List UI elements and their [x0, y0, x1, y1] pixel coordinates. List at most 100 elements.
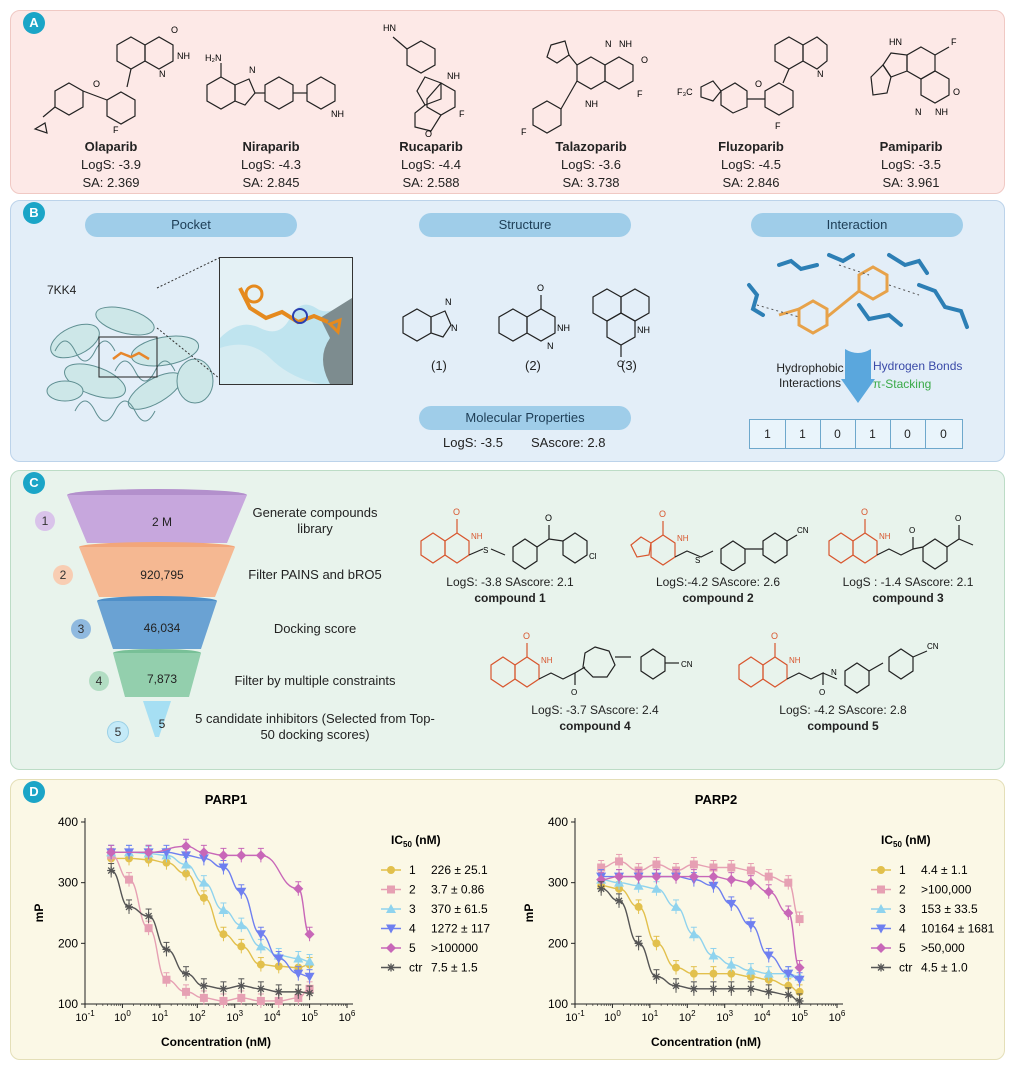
down-arrow-icon	[841, 349, 875, 403]
series-line	[601, 888, 800, 1002]
panel-b-badge: B	[23, 202, 45, 224]
x-axis-label: Concentration (nM)	[161, 1035, 271, 1049]
legend-marker	[877, 866, 885, 874]
data-point	[614, 871, 625, 882]
structure-3-label: (3)	[621, 358, 637, 373]
svg-text:O: O	[571, 688, 577, 697]
data-point	[304, 956, 315, 966]
panel-c: C 2 M 920,795 46,034 7,873 5 1 2 3 4 5 G…	[10, 470, 1005, 770]
x-tick-label: 101	[642, 1009, 659, 1024]
data-point	[597, 863, 606, 872]
props-sascore: SAscore: 2.8	[531, 435, 606, 450]
hbonds-label: Hydrogen Bonds	[873, 359, 963, 373]
data-point	[783, 908, 794, 918]
data-point	[764, 987, 773, 996]
funnel-value-3: 46,034	[143, 621, 181, 635]
legend-ic50-value: 226 ± 25.1	[431, 863, 488, 877]
data-point	[219, 930, 228, 939]
data-point	[652, 972, 661, 981]
svg-text:HN: HN	[889, 37, 902, 47]
funnel-label-3: Docking score	[273, 621, 357, 636]
scaffold-structures: N N O NH N NH O	[402, 283, 650, 369]
zoom-lines	[156, 257, 220, 379]
data-point	[763, 886, 774, 897]
data-point	[708, 881, 719, 891]
data-point	[783, 969, 794, 979]
legend-item-2: 2>100,000	[871, 883, 972, 897]
svg-text:O: O	[425, 129, 432, 137]
funnel-stage-2	[79, 547, 235, 597]
y-tick-label: 400	[58, 815, 78, 829]
svg-text:O: O	[953, 87, 960, 97]
svg-text:N: N	[159, 69, 166, 79]
funnel-step-4: 4	[89, 671, 109, 691]
series-3	[596, 872, 805, 984]
data-point	[256, 984, 265, 993]
svg-text:CN: CN	[927, 642, 939, 651]
svg-text:O: O	[819, 688, 825, 697]
legend-series-name: ctr	[899, 961, 912, 975]
funnel-stage-3	[97, 601, 217, 649]
svg-text:NH: NH	[331, 109, 344, 119]
data-point	[199, 993, 208, 1002]
compound-4-name: compound 4	[559, 719, 631, 733]
data-point	[236, 887, 247, 897]
legend-marker	[877, 963, 885, 972]
data-point	[236, 850, 247, 861]
protein-ribbon-image	[46, 306, 214, 422]
chart-title: PARP2	[695, 792, 737, 807]
svg-text:O: O	[545, 513, 552, 523]
svg-text:O: O	[771, 631, 778, 641]
data-point	[727, 984, 736, 993]
pamiparib-structure: HN F O NH N	[870, 37, 960, 117]
talazoparib-structure: N NH O F F NH	[521, 39, 648, 137]
data-point	[294, 987, 303, 996]
panel-b: B Pocket 7KK4	[10, 200, 1005, 462]
data-point	[726, 874, 737, 885]
legend-ic50-value: 370 ± 61.5	[431, 902, 488, 916]
structure-header: Structure	[419, 213, 631, 237]
svg-text:NH: NH	[585, 99, 598, 109]
y-tick-label: 100	[548, 997, 568, 1011]
data-point	[181, 851, 192, 861]
svg-text:O: O	[93, 79, 100, 89]
funnel-value-4: 7,873	[146, 672, 178, 686]
y-tick-label: 200	[548, 936, 568, 950]
legend-series-name: 1	[409, 863, 416, 877]
series-line	[110, 854, 310, 1002]
x-tick-label: 104	[264, 1009, 281, 1024]
svg-text:N: N	[445, 297, 452, 307]
data-point	[106, 847, 117, 858]
x-tick-label: 10-1	[75, 1009, 95, 1024]
compound-5-name: compound 5	[807, 719, 879, 733]
data-point	[651, 871, 662, 882]
svg-text:F: F	[113, 125, 119, 135]
svg-text:CN: CN	[681, 660, 693, 669]
svg-text:N: N	[451, 323, 458, 333]
data-point	[671, 901, 682, 911]
svg-text:NH: NH	[471, 532, 483, 541]
data-point	[795, 996, 804, 1005]
drug-pamiparib: HN F O NH N Pamiparib LogS: -3.5 SA: 3.9…	[831, 11, 991, 193]
svg-text:N: N	[831, 668, 837, 677]
pocket-header: Pocket	[85, 213, 297, 237]
svg-text:S: S	[483, 546, 488, 555]
x-tick-label: 106	[339, 1009, 356, 1024]
y-tick-label: 300	[58, 876, 78, 890]
structure-2-label: (2)	[525, 358, 541, 373]
legend-item-5: 5>100000	[381, 941, 478, 955]
svg-text:S: S	[695, 556, 700, 565]
y-tick-label: 300	[548, 876, 568, 890]
data-point	[198, 847, 209, 858]
x-tick-label: 104	[754, 1009, 771, 1024]
funnel-value-1: 2 M	[151, 515, 172, 529]
drug-fluzoparib: F₃C O F N Fluzoparib LogS: -4.5 SA: 2.84…	[671, 11, 831, 193]
compound-4-structure: O NH O CN	[490, 631, 693, 697]
x-tick-label: 10-1	[565, 1009, 585, 1024]
data-point	[708, 871, 719, 882]
hydrophobic-label: Hydrophobic Interactions	[776, 361, 844, 390]
compound-1-structure: O NH S O Cl	[420, 507, 597, 570]
compound-3-props: LogS : -1.4 SAscore: 2.1	[842, 575, 974, 589]
